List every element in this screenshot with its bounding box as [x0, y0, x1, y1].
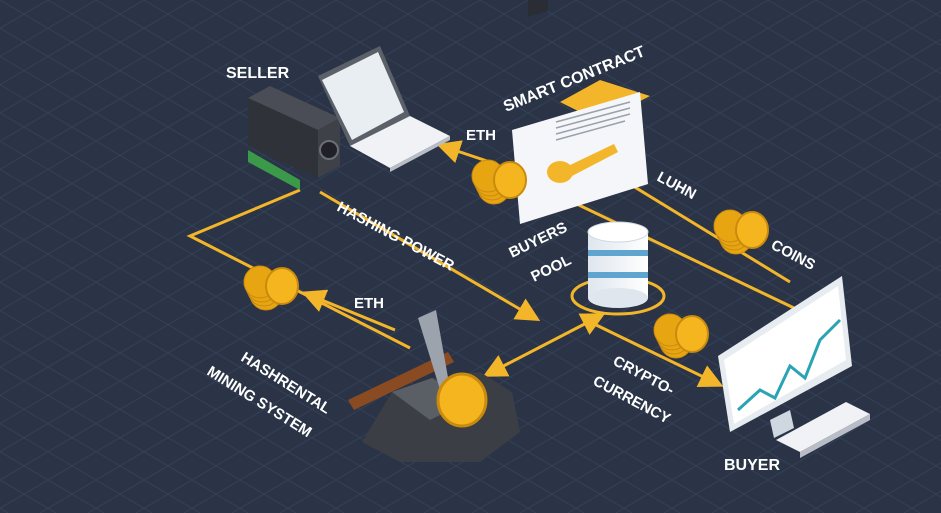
flow-pool-buyer	[589, 320, 724, 387]
coin-large-icon	[436, 372, 488, 428]
coin-stack-icon	[243, 265, 299, 311]
label-eth-top: ETH	[466, 127, 496, 144]
flow-eth-left	[301, 289, 396, 332]
flow-luhn	[604, 168, 791, 284]
label-luhn: LUHN	[654, 169, 699, 204]
pickaxe-icon	[348, 310, 454, 410]
label-coins: COINS	[768, 237, 818, 274]
label-buyer: BUYER	[724, 457, 780, 474]
laptop-icon	[318, 46, 450, 172]
smart-contract-icon	[512, 0, 650, 224]
coin-stacks	[243, 159, 769, 359]
monitor-icon	[718, 276, 852, 438]
database-icon	[570, 221, 666, 316]
flow-eth-top	[436, 140, 491, 164]
coin-stack-icon	[713, 209, 769, 255]
key-icon	[547, 144, 618, 183]
label-seller: SELLER	[226, 65, 290, 82]
coin-stack-icon	[471, 159, 527, 205]
label-hashing-power: HASHING POWER	[334, 199, 457, 275]
label-pool: POOL	[528, 252, 574, 286]
flow-hashing-power	[319, 190, 541, 322]
keyboard-icon	[776, 402, 870, 458]
mining-rig-icon	[248, 86, 340, 190]
coin-stack-icon	[653, 313, 709, 359]
label-eth-left: ETH	[354, 295, 384, 312]
flow-seller-to-left	[186, 188, 411, 350]
flow-pool-mining	[482, 313, 606, 377]
